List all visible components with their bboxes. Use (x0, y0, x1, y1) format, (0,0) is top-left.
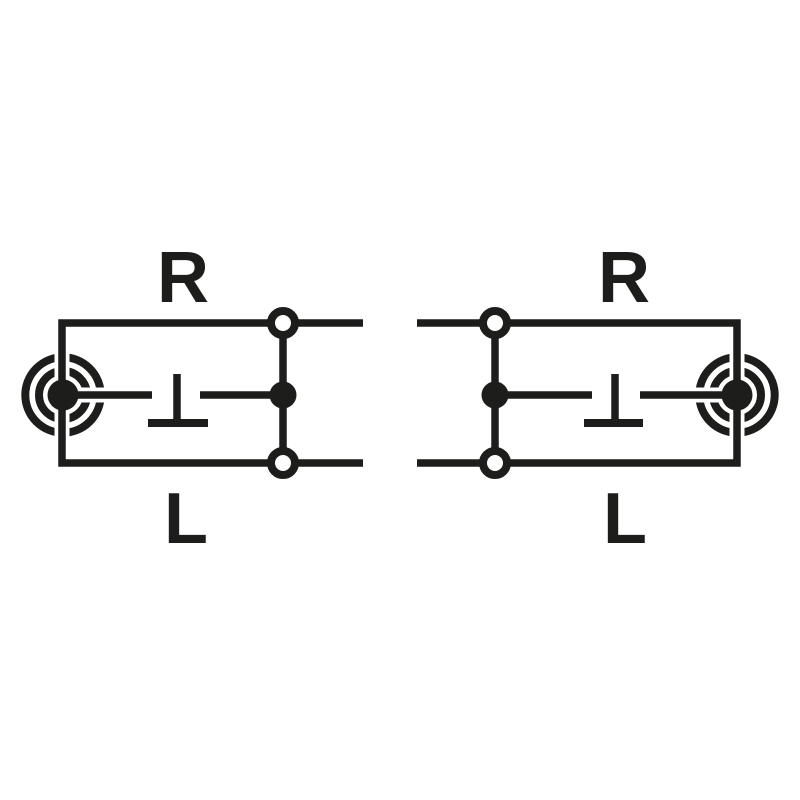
left-channel-label: L (603, 479, 647, 559)
terminal-top-circle (267, 307, 299, 339)
junction-dot (269, 381, 297, 409)
chassis-contact-icon (584, 374, 643, 427)
left-channel-label: L (164, 479, 208, 559)
right-connector-diagram: R L (417, 238, 779, 559)
terminal-top-circle (479, 307, 511, 339)
junction-dot (481, 381, 509, 409)
right-channel-label: R (598, 238, 650, 318)
phono-socket-center-pin (47, 379, 79, 411)
left-connector-diagram: R L (21, 238, 363, 559)
phono-socket-center-pin (721, 379, 753, 411)
chassis-contact-icon (148, 374, 208, 427)
terminal-bottom-circle (267, 447, 299, 479)
right-channel-label: R (157, 238, 209, 318)
terminal-bottom-circle (479, 447, 511, 479)
